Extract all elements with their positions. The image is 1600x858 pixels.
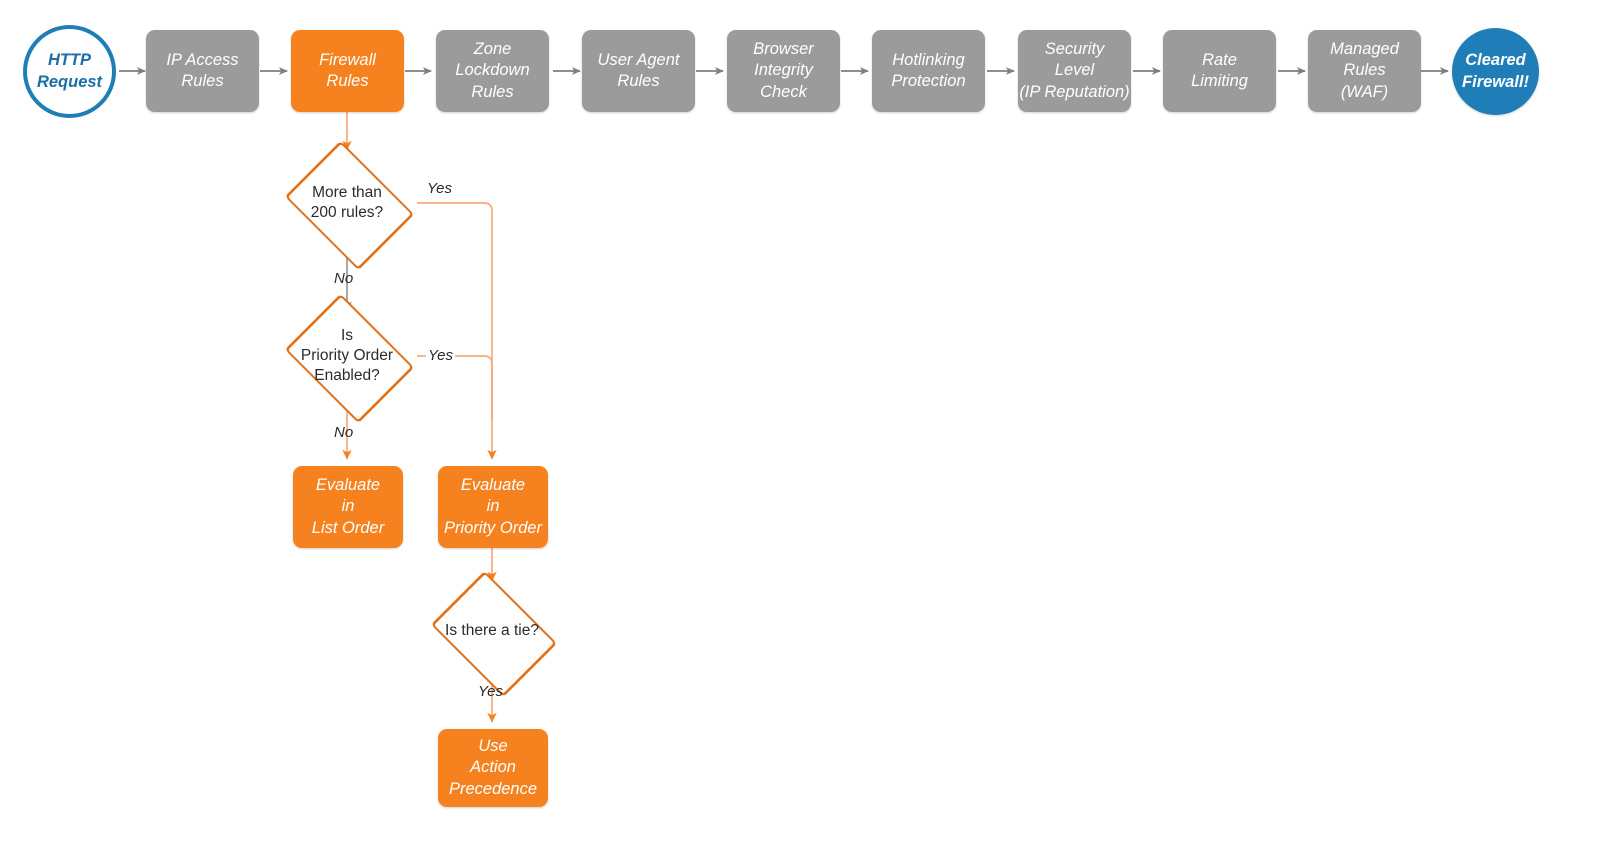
end-node-cleared-firewall[interactable]: Cleared Firewall! — [1452, 28, 1539, 115]
edge-label-decision3-yes: Yes — [478, 683, 504, 700]
step-managed-rules-waf[interactable]: Managed Rules (WAF) — [1308, 30, 1421, 112]
start-node-http-request[interactable]: HTTP Request — [23, 25, 116, 118]
step-firewall-rules[interactable]: Firewall Rules — [291, 30, 404, 112]
step-user-agent-rules[interactable]: User Agent Rules — [582, 30, 695, 112]
step-label: User Agent Rules — [597, 50, 680, 90]
step-label: Firewall Rules — [319, 50, 376, 90]
edge-decision1-yes-to-priority — [417, 202, 497, 460]
decision-is-there-a-tie[interactable]: Is there a tie? — [422, 570, 562, 697]
step-label: Hotlinking Protection — [891, 50, 966, 90]
edge-label-decision2-no: No — [334, 424, 354, 441]
step-label: Browser Integrity Check — [753, 40, 814, 101]
step-ip-access-rules[interactable]: IP Access Rules — [146, 30, 259, 112]
decision-is-priority-order-enabled[interactable]: Is Priority Order Enabled? — [277, 293, 417, 423]
outcome-use-action-precedence[interactable]: Use Action Precedence — [438, 729, 548, 807]
step-label: Zone Lockdown Rules — [455, 40, 530, 101]
step-label: Security Level (IP Reputation) — [1019, 40, 1130, 101]
step-hotlinking-protection[interactable]: Hotlinking Protection — [872, 30, 985, 112]
decision-more-than-200-rules[interactable]: More than 200 rules? — [277, 140, 417, 270]
edge-label-decision2-yes: Yes — [426, 347, 456, 364]
outcome-label: Use Action Precedence — [448, 737, 538, 798]
step-label: IP Access Rules — [166, 50, 239, 90]
outcome-evaluate-in-priority-order[interactable]: Evaluate in Priority Order — [438, 466, 548, 548]
step-security-level-ip-reputation[interactable]: Security Level (IP Reputation) — [1018, 30, 1131, 112]
decision-label: More than 200 rules? — [310, 183, 384, 221]
decision-label: Is Priority Order Enabled? — [300, 326, 394, 385]
step-label: Managed Rules (WAF) — [1330, 40, 1399, 101]
step-zone-lockdown-rules[interactable]: Zone Lockdown Rules — [436, 30, 549, 112]
edge-label-decision1-yes: Yes — [427, 180, 453, 197]
decision-label: Is there a tie? — [445, 622, 539, 640]
step-rate-limiting[interactable]: Rate Limiting — [1163, 30, 1276, 112]
end-node-label: Cleared Firewall! — [1462, 51, 1529, 91]
outcome-label: Evaluate in Priority Order — [443, 476, 543, 537]
step-browser-integrity-check[interactable]: Browser Integrity Check — [727, 30, 840, 112]
start-node-label: HTTP Request — [36, 51, 103, 91]
outcome-evaluate-in-list-order[interactable]: Evaluate in List Order — [293, 466, 403, 548]
outcome-label: Evaluate in List Order — [311, 476, 385, 537]
edge-label-decision1-no: No — [334, 270, 354, 287]
step-label: Rate Limiting — [1191, 50, 1248, 90]
edge-decision2-yes-to-priority — [417, 355, 493, 420]
